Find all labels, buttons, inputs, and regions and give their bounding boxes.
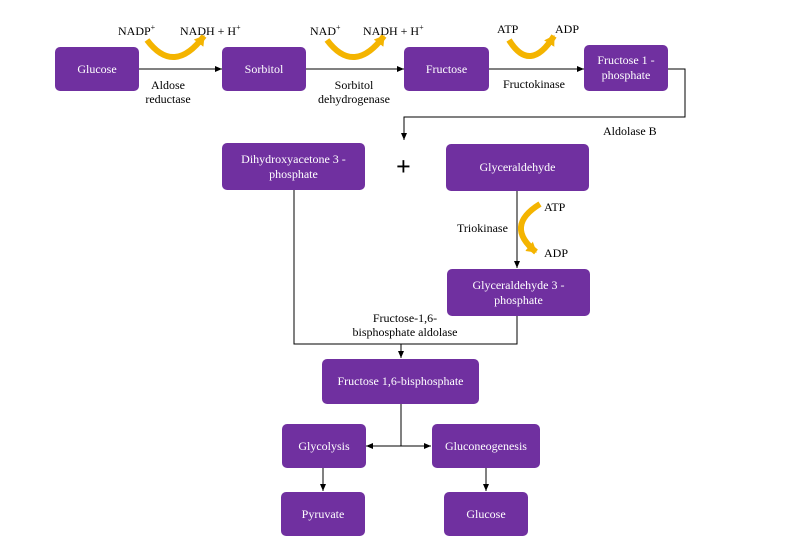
enzyme-aldose-reductase-line1: Aldose bbox=[151, 78, 185, 92]
cofactor-atp-1: ATP bbox=[497, 22, 519, 36]
enzyme-aldolase-b: Aldolase B bbox=[603, 124, 657, 138]
enzyme-fructose-bisphosphate-aldolase-line2: bisphosphate aldolase bbox=[352, 325, 458, 339]
node-fructose-1-phosphate: Fructose 1 - phosphate bbox=[584, 45, 668, 91]
cofactor-nadh-2-sup: + bbox=[419, 23, 424, 32]
enzyme-fructose-bisphosphate-aldolase: Fructose-1,6- bisphosphate aldolase bbox=[340, 311, 470, 339]
node-glucose-product: Glucose bbox=[444, 492, 528, 536]
cofactor-nadh-2: NADH + H+ bbox=[363, 21, 424, 38]
node-fructose: Fructose bbox=[404, 47, 489, 91]
plus-sign: + bbox=[396, 152, 411, 181]
node-glucose: Glucose bbox=[55, 47, 139, 91]
enzyme-fructose-bisphosphate-aldolase-line1: Fructose-1,6- bbox=[372, 311, 438, 325]
enzyme-fructokinase: Fructokinase bbox=[503, 77, 565, 91]
node-glycolysis: Glycolysis bbox=[282, 424, 366, 468]
node-glyceraldehyde-3-phosphate: Glyceraldehyde 3 - phosphate bbox=[447, 269, 590, 316]
enzyme-sorbitol-dehydrogenase: Sorbitol dehydrogenase bbox=[311, 78, 397, 106]
enzyme-sorbitol-dehydrogenase-line1: Sorbitol bbox=[334, 78, 374, 92]
cofactor-nadh-1: NADH + H+ bbox=[180, 21, 241, 38]
node-sorbitol: Sorbitol bbox=[222, 47, 306, 91]
cofactor-atp-2: ATP bbox=[544, 200, 566, 214]
cofactor-arrow-step1 bbox=[144, 34, 207, 60]
line-dhap-to-merge bbox=[293, 190, 401, 345]
enzyme-sorbitol-dehydrogenase-line2: dehydrogenase bbox=[318, 92, 390, 106]
cofactor-nadp-sup: + bbox=[150, 23, 156, 32]
cofactor-arrow-step2 bbox=[324, 34, 387, 60]
enzyme-aldose-reductase: Aldose reductase bbox=[139, 78, 197, 106]
enzyme-triokinase: Triokinase bbox=[457, 221, 508, 235]
cofactor-adp-1: ADP bbox=[555, 22, 580, 36]
cofactor-nadh-2-text: NADH + H bbox=[363, 24, 420, 38]
cofactor-nad-text: NAD bbox=[310, 24, 336, 38]
cofactor-nad: NAD+ bbox=[310, 21, 341, 38]
node-dihydroxyacetone-3-phosphate: Dihydroxyacetone 3 - phosphate bbox=[222, 143, 365, 190]
cofactor-arrow-triokinase bbox=[517, 201, 542, 255]
node-pyruvate: Pyruvate bbox=[281, 492, 365, 536]
cofactor-adp-2: ADP bbox=[544, 246, 569, 260]
cofactor-nadp: NADP+ bbox=[118, 21, 155, 38]
node-glyceraldehyde: Glyceraldehyde bbox=[446, 144, 589, 191]
line-g3p-to-merge bbox=[401, 316, 518, 345]
cofactor-nadh-1-sup: + bbox=[236, 23, 241, 32]
enzyme-aldose-reductase-line2: reductase bbox=[145, 92, 191, 106]
node-fructose-1-6-bisphosphate: Fructose 1,6-bisphosphate bbox=[322, 359, 479, 404]
cofactor-nadp-text: NADP bbox=[118, 24, 151, 38]
cofactor-arrow-step3 bbox=[506, 34, 557, 59]
cofactor-nad-sup: + bbox=[336, 23, 341, 32]
cofactor-nadh-1-text: NADH + H bbox=[180, 24, 237, 38]
arrow-f1p-aldolase-b bbox=[401, 68, 686, 140]
node-gluconeogenesis: Gluconeogenesis bbox=[432, 424, 540, 468]
